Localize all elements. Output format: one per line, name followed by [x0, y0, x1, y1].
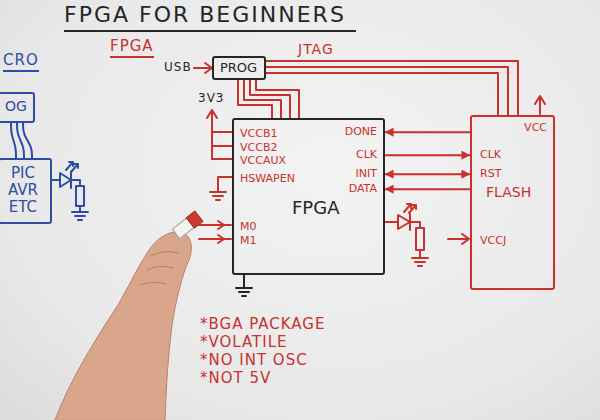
diode-symbol	[60, 172, 71, 188]
fpga-wiring	[194, 63, 545, 266]
jtag-bundle	[266, 61, 518, 115]
section-heading: CRO	[3, 52, 39, 72]
light-arrows	[66, 162, 78, 172]
microcontroller-box: PIC AVR ETC	[0, 158, 52, 224]
programmer-box: PROG	[212, 56, 266, 80]
vccj-arrow	[448, 234, 469, 244]
pin-name: VCCAUX	[240, 155, 286, 167]
wire	[23, 123, 32, 158]
resistor-symbol	[416, 228, 424, 250]
pin-name: DONE	[345, 126, 377, 138]
chip-name: FLASH	[486, 185, 531, 201]
pin-name: INIT	[356, 168, 377, 180]
note: *NO INT OSC	[200, 352, 308, 369]
box-label: PROG	[220, 61, 257, 76]
signal-name: USB	[164, 61, 192, 75]
wire	[385, 173, 470, 175]
wire	[385, 221, 398, 223]
pin-name: CLK	[480, 149, 501, 161]
signal-line	[385, 155, 470, 156]
pin-name: VCCB1	[240, 128, 277, 140]
wire	[266, 61, 518, 115]
wire	[11, 123, 16, 158]
wire	[385, 188, 470, 190]
wire	[256, 80, 299, 118]
supply-rail	[207, 110, 217, 159]
vcc-arrow	[535, 96, 545, 114]
box-label: OG	[5, 99, 27, 115]
note: *NOT 5V	[200, 370, 271, 387]
wire	[385, 154, 470, 156]
pin-name: HSWAPEN	[240, 173, 295, 185]
knuckle-lines	[140, 252, 178, 285]
signal-line	[385, 174, 470, 175]
pin-name: VCCJ	[480, 235, 506, 247]
signal-line	[385, 189, 470, 190]
light-arrows	[404, 204, 416, 213]
signal-line	[385, 132, 470, 133]
usb-arrow	[194, 63, 212, 73]
ground-symbol	[210, 177, 232, 200]
flash-chip: VCC CLK RST FLASH VCCJ	[470, 115, 555, 290]
wire	[51, 179, 60, 181]
led-circuit-blue	[51, 162, 88, 220]
ground-symbol	[72, 206, 88, 220]
supply-wires	[212, 132, 232, 159]
pin-name: DATA	[349, 183, 377, 195]
wire	[266, 73, 498, 115]
hand-arm	[55, 232, 191, 420]
ground-symbol	[412, 250, 428, 266]
programmer-box: OG	[0, 92, 35, 123]
bus-label: JTAG	[298, 41, 334, 57]
ground-symbol	[236, 275, 252, 296]
pin-name: CLK	[356, 149, 377, 161]
pin-name: RST	[480, 168, 501, 180]
diode-symbol	[398, 214, 410, 230]
wire-bundle	[11, 123, 32, 158]
chip-name: FPGA	[292, 198, 339, 218]
supply-voltage: 3V3	[198, 92, 224, 106]
pin-name: VCC	[524, 122, 547, 134]
pin-name: M0	[240, 221, 257, 233]
section-heading: FPGA	[110, 38, 154, 58]
fpga-chip: VCCB1VCCB2VCCAUX HSWAPEN M0M1 FPGA DONE CLK IN…	[232, 118, 385, 275]
box-label: PIC AVR ETC	[8, 165, 38, 215]
fpga-ground	[236, 275, 252, 296]
wire-bundle	[238, 80, 299, 118]
resistor-symbol	[76, 186, 84, 206]
pin-name: VCCB2	[240, 142, 277, 154]
title: FPGA FOR BEGINNERS	[64, 2, 356, 32]
pin-name: M1	[240, 235, 257, 247]
note: *BGA PACKAGE	[200, 316, 325, 333]
mode-pin-wires	[199, 221, 231, 243]
note: *VOLATILE	[200, 334, 288, 351]
wire	[385, 131, 470, 133]
wire	[266, 67, 508, 115]
